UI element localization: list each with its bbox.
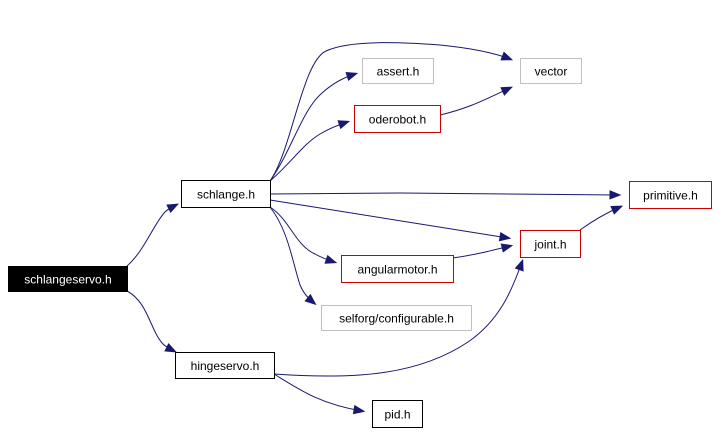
node-box: [354, 105, 441, 133]
node-primitive[interactable]: primitive.h: [629, 181, 712, 209]
arrowhead-icon: [324, 254, 338, 264]
node-label: pid.h: [384, 408, 410, 422]
arrowhead-icon: [500, 86, 514, 96]
node-label: joint.h: [533, 238, 566, 252]
node-label: angularmotor.h: [357, 263, 437, 277]
node-box: [520, 58, 582, 84]
edge-schlangeservo-to-schlange: [126, 203, 179, 267]
edge-angularmotor-to-joint: [452, 243, 514, 259]
arrowhead-icon: [498, 231, 512, 242]
node-box: [629, 181, 712, 209]
arrowhead-icon: [610, 205, 624, 215]
edge-line: [439, 87, 511, 116]
node-hingeservo[interactable]: hingeservo.h: [175, 352, 275, 379]
node-vector[interactable]: vector: [520, 58, 582, 84]
edge-line: [126, 204, 177, 267]
edge-schlange-to-vector: [269, 42, 514, 182]
node-label: hingeservo.h: [191, 359, 260, 373]
node-box: [175, 352, 275, 379]
node-label: vector: [535, 65, 568, 79]
edges-layer: [126, 42, 624, 415]
edge-line: [269, 73, 356, 182]
node-label: schlangeservo.h: [24, 273, 111, 287]
arrowhead-icon: [500, 243, 514, 253]
edge-line: [269, 206, 315, 304]
nodes-layer: schlangeservo.h schlange.h hingeservo.h pid…: [8, 58, 712, 428]
arrowhead-icon: [609, 190, 622, 200]
arrowhead-icon: [304, 293, 317, 306]
node-box: [8, 266, 128, 292]
node-box: [520, 230, 581, 258]
edge-line: [273, 261, 523, 377]
node-oderobot[interactable]: oderobot.h: [354, 105, 441, 133]
node-assert[interactable]: assert.h: [362, 58, 434, 84]
arrowhead-icon: [337, 120, 351, 130]
edge-schlange-to-oderobot: [269, 120, 351, 182]
edge-joint-to-primitive: [579, 205, 624, 231]
node-label: selforg/configurable.h: [339, 312, 454, 326]
edge-schlange-to-angularmotor: [269, 206, 338, 264]
edge-line: [273, 373, 363, 412]
arrowhead-icon: [500, 51, 514, 61]
arrowhead-icon: [352, 404, 366, 415]
node-joint[interactable]: joint.h: [520, 230, 581, 258]
edge-line: [269, 121, 348, 182]
node-angularmotor[interactable]: angularmotor.h: [341, 255, 454, 283]
arrowhead-icon: [345, 71, 359, 82]
node-box: [372, 400, 423, 428]
node-box: [362, 58, 434, 84]
node-label: oderobot.h: [369, 113, 426, 127]
node-label: assert.h: [377, 65, 420, 79]
edge-line: [269, 199, 509, 239]
edge-schlange-to-assert: [269, 71, 359, 182]
arrowhead-icon: [164, 342, 177, 353]
node-label: schlange.h: [197, 188, 255, 202]
arrowhead-icon: [166, 203, 179, 214]
edge-schlange-to-configurable: [269, 206, 317, 306]
edge-hingeservo-to-joint: [273, 258, 524, 377]
edge-schlange-to-joint: [269, 199, 512, 242]
edge-line: [269, 192, 619, 196]
edge-line: [452, 245, 511, 259]
edge-line: [269, 42, 511, 182]
node-label: primitive.h: [643, 189, 698, 203]
edge-hingeservo-to-pid: [273, 373, 366, 415]
edge-oderobot-to-vector: [439, 86, 514, 116]
edge-line: [126, 290, 175, 352]
node-pid[interactable]: pid.h: [372, 400, 423, 428]
node-configurable[interactable]: selforg/configurable.h: [321, 305, 472, 331]
node-box: [321, 305, 472, 331]
node-schlangeservo[interactable]: schlangeservo.h: [8, 266, 128, 292]
node-box: [181, 180, 271, 208]
node-schlange[interactable]: schlange.h: [181, 180, 271, 208]
edge-line: [269, 206, 335, 263]
edge-schlangeservo-to-hingeservo: [126, 290, 177, 353]
node-box: [341, 255, 454, 283]
edge-schlange-to-primitive: [269, 190, 622, 200]
arrowhead-icon: [514, 258, 524, 272]
